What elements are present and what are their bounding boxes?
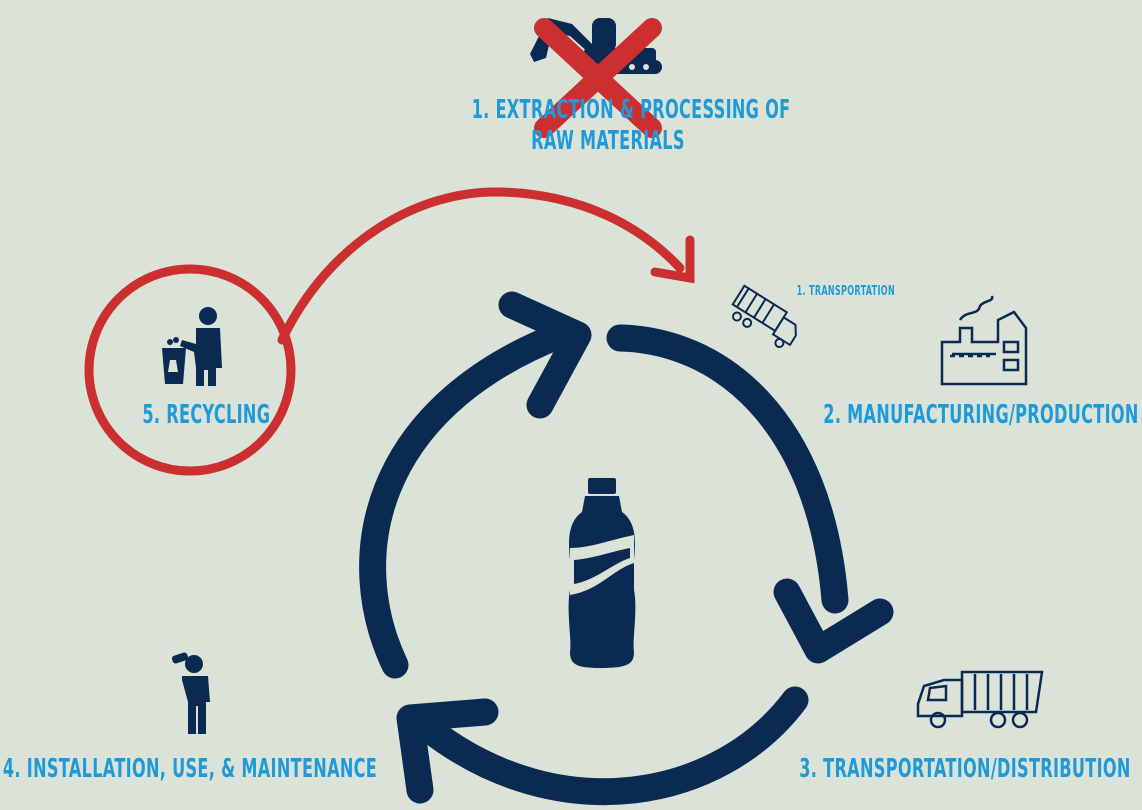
arrowhead-bottom [396,698,499,804]
step2-label: 2. MANUFACTURING/PRODUCTION [823,400,1139,430]
step1-label-line2: RAW MATERIALS [531,126,685,156]
step3-label: 3. TRANSPORTATION/DISTRIBUTION [799,754,1131,784]
arc-left [359,321,574,679]
recycling-arc [277,187,685,345]
arc-top-right [606,324,849,614]
recycling-arrowhead [650,235,695,284]
step1-transport-label: 1. TRANSPORTATION [796,284,896,299]
cross-out-icon [534,18,662,138]
delivery-truck-icon [916,670,1044,729]
step4-label: 4. INSTALLATION, USE, & MAINTENANCE [2,754,378,784]
arrowhead-left [498,291,592,419]
recycling-loop [84,187,695,476]
step5-label: 5. RECYCLING [142,400,271,430]
truck-icon [731,284,797,349]
person-drinking-icon [171,652,210,734]
factory-icon [940,295,1028,386]
person-recycling-icon [162,307,222,386]
recycling-circle [84,264,296,476]
arc-bottom [416,686,809,806]
bottle-icon [568,478,636,668]
arrowhead-right [773,578,894,664]
step1-label-line1: 1. EXTRACTION & PROCESSING OF [471,95,791,125]
cycle-arcs [359,291,894,806]
